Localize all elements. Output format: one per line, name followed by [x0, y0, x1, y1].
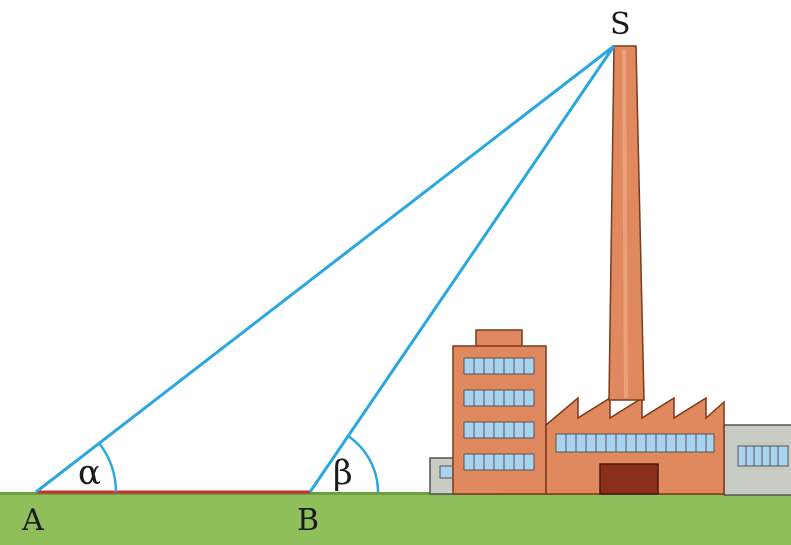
point-label-a: A: [21, 503, 44, 538]
right-grey-building: [723, 424, 791, 496]
ground: [0, 493, 791, 545]
angle-label-alpha: α: [78, 453, 101, 493]
chimney: [608, 45, 645, 401]
factory-door: [599, 463, 659, 495]
sightline-as: [35, 44, 615, 494]
angle-arc-alpha: [98, 442, 118, 493]
angle-arc-beta: [347, 434, 380, 493]
point-label-b: B: [297, 503, 319, 538]
factory-hall: [545, 396, 725, 495]
angle-label-beta: β: [333, 453, 353, 493]
point-label-s: S: [610, 7, 631, 42]
ground-edge: [0, 492, 791, 495]
office-building: [452, 329, 547, 495]
sightline-bs: [308, 45, 616, 493]
